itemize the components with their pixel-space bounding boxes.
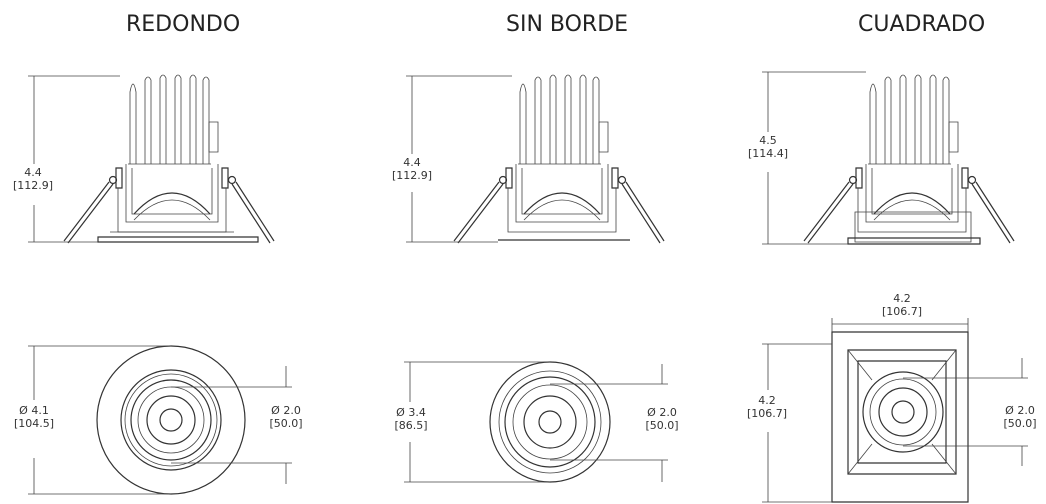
cuadrado-side-value: 4.2 <box>758 394 776 407</box>
title-redondo: REDONDO <box>126 12 241 37</box>
height-dimension-lines <box>28 72 866 244</box>
cuadrado-aperture-value: Ø 2.0 <box>1005 404 1035 417</box>
top-view-dimension-lines <box>28 318 1028 502</box>
cuadrado-aperture-label: Ø 2.0 [50.0] <box>994 404 1046 430</box>
sin-borde-diameter-value: Ø 3.4 <box>396 406 426 419</box>
cuadrado-width-label: 4.2 [106.7] <box>874 292 930 318</box>
sin-borde-aperture-mm: [50.0] <box>645 419 679 432</box>
sin-borde-height-mm: [112.9] <box>391 169 433 182</box>
sin-borde-height-label: 4.4 [112.9] <box>386 156 438 182</box>
sin-borde-height-value: 4.4 <box>403 156 421 169</box>
redondo-side-view <box>63 74 275 244</box>
cuadrado-height-mm: [114.4] <box>747 147 789 160</box>
title-cuadrado: CUADRADO <box>858 12 986 37</box>
cuadrado-side-label: 4.2 [106.7] <box>740 394 794 420</box>
cuadrado-height-label: 4.5 [114.4] <box>742 134 794 160</box>
redondo-aperture-value: Ø 2.0 <box>271 404 301 417</box>
cuadrado-aperture-mm: [50.0] <box>1003 417 1037 430</box>
sin-borde-diameter-label: Ø 3.4 [86.5] <box>382 406 440 432</box>
cuadrado-side-view <box>803 74 1015 244</box>
sin-borde-top-view <box>490 362 610 482</box>
redondo-height-value: 4.4 <box>24 166 42 179</box>
redondo-aperture-mm: [50.0] <box>269 417 303 430</box>
redondo-height-mm: [112.9] <box>12 179 54 192</box>
redondo-top-view <box>97 346 245 494</box>
redondo-aperture-label: Ø 2.0 [50.0] <box>258 404 314 430</box>
redondo-diameter-value: Ø 4.1 <box>19 404 49 417</box>
sin-borde-diameter-mm: [86.5] <box>394 419 428 432</box>
sin-borde-aperture-value: Ø 2.0 <box>647 406 677 419</box>
redondo-diameter-label: Ø 4.1 [104.5] <box>4 404 64 430</box>
cuadrado-width-value: 4.2 <box>893 292 911 305</box>
sin-borde-aperture-label: Ø 2.0 [50.0] <box>634 406 690 432</box>
title-sin-borde: SIN BORDE <box>506 12 629 37</box>
redondo-height-label: 4.4 [112.9] <box>8 166 58 192</box>
cuadrado-width-mm: [106.7] <box>881 305 923 318</box>
cuadrado-side-mm: [106.7] <box>746 407 788 420</box>
redondo-diameter-mm: [104.5] <box>13 417 55 430</box>
sin-borde-side-view <box>453 74 665 244</box>
cuadrado-top-view <box>832 332 968 502</box>
cuadrado-height-value: 4.5 <box>759 134 777 147</box>
